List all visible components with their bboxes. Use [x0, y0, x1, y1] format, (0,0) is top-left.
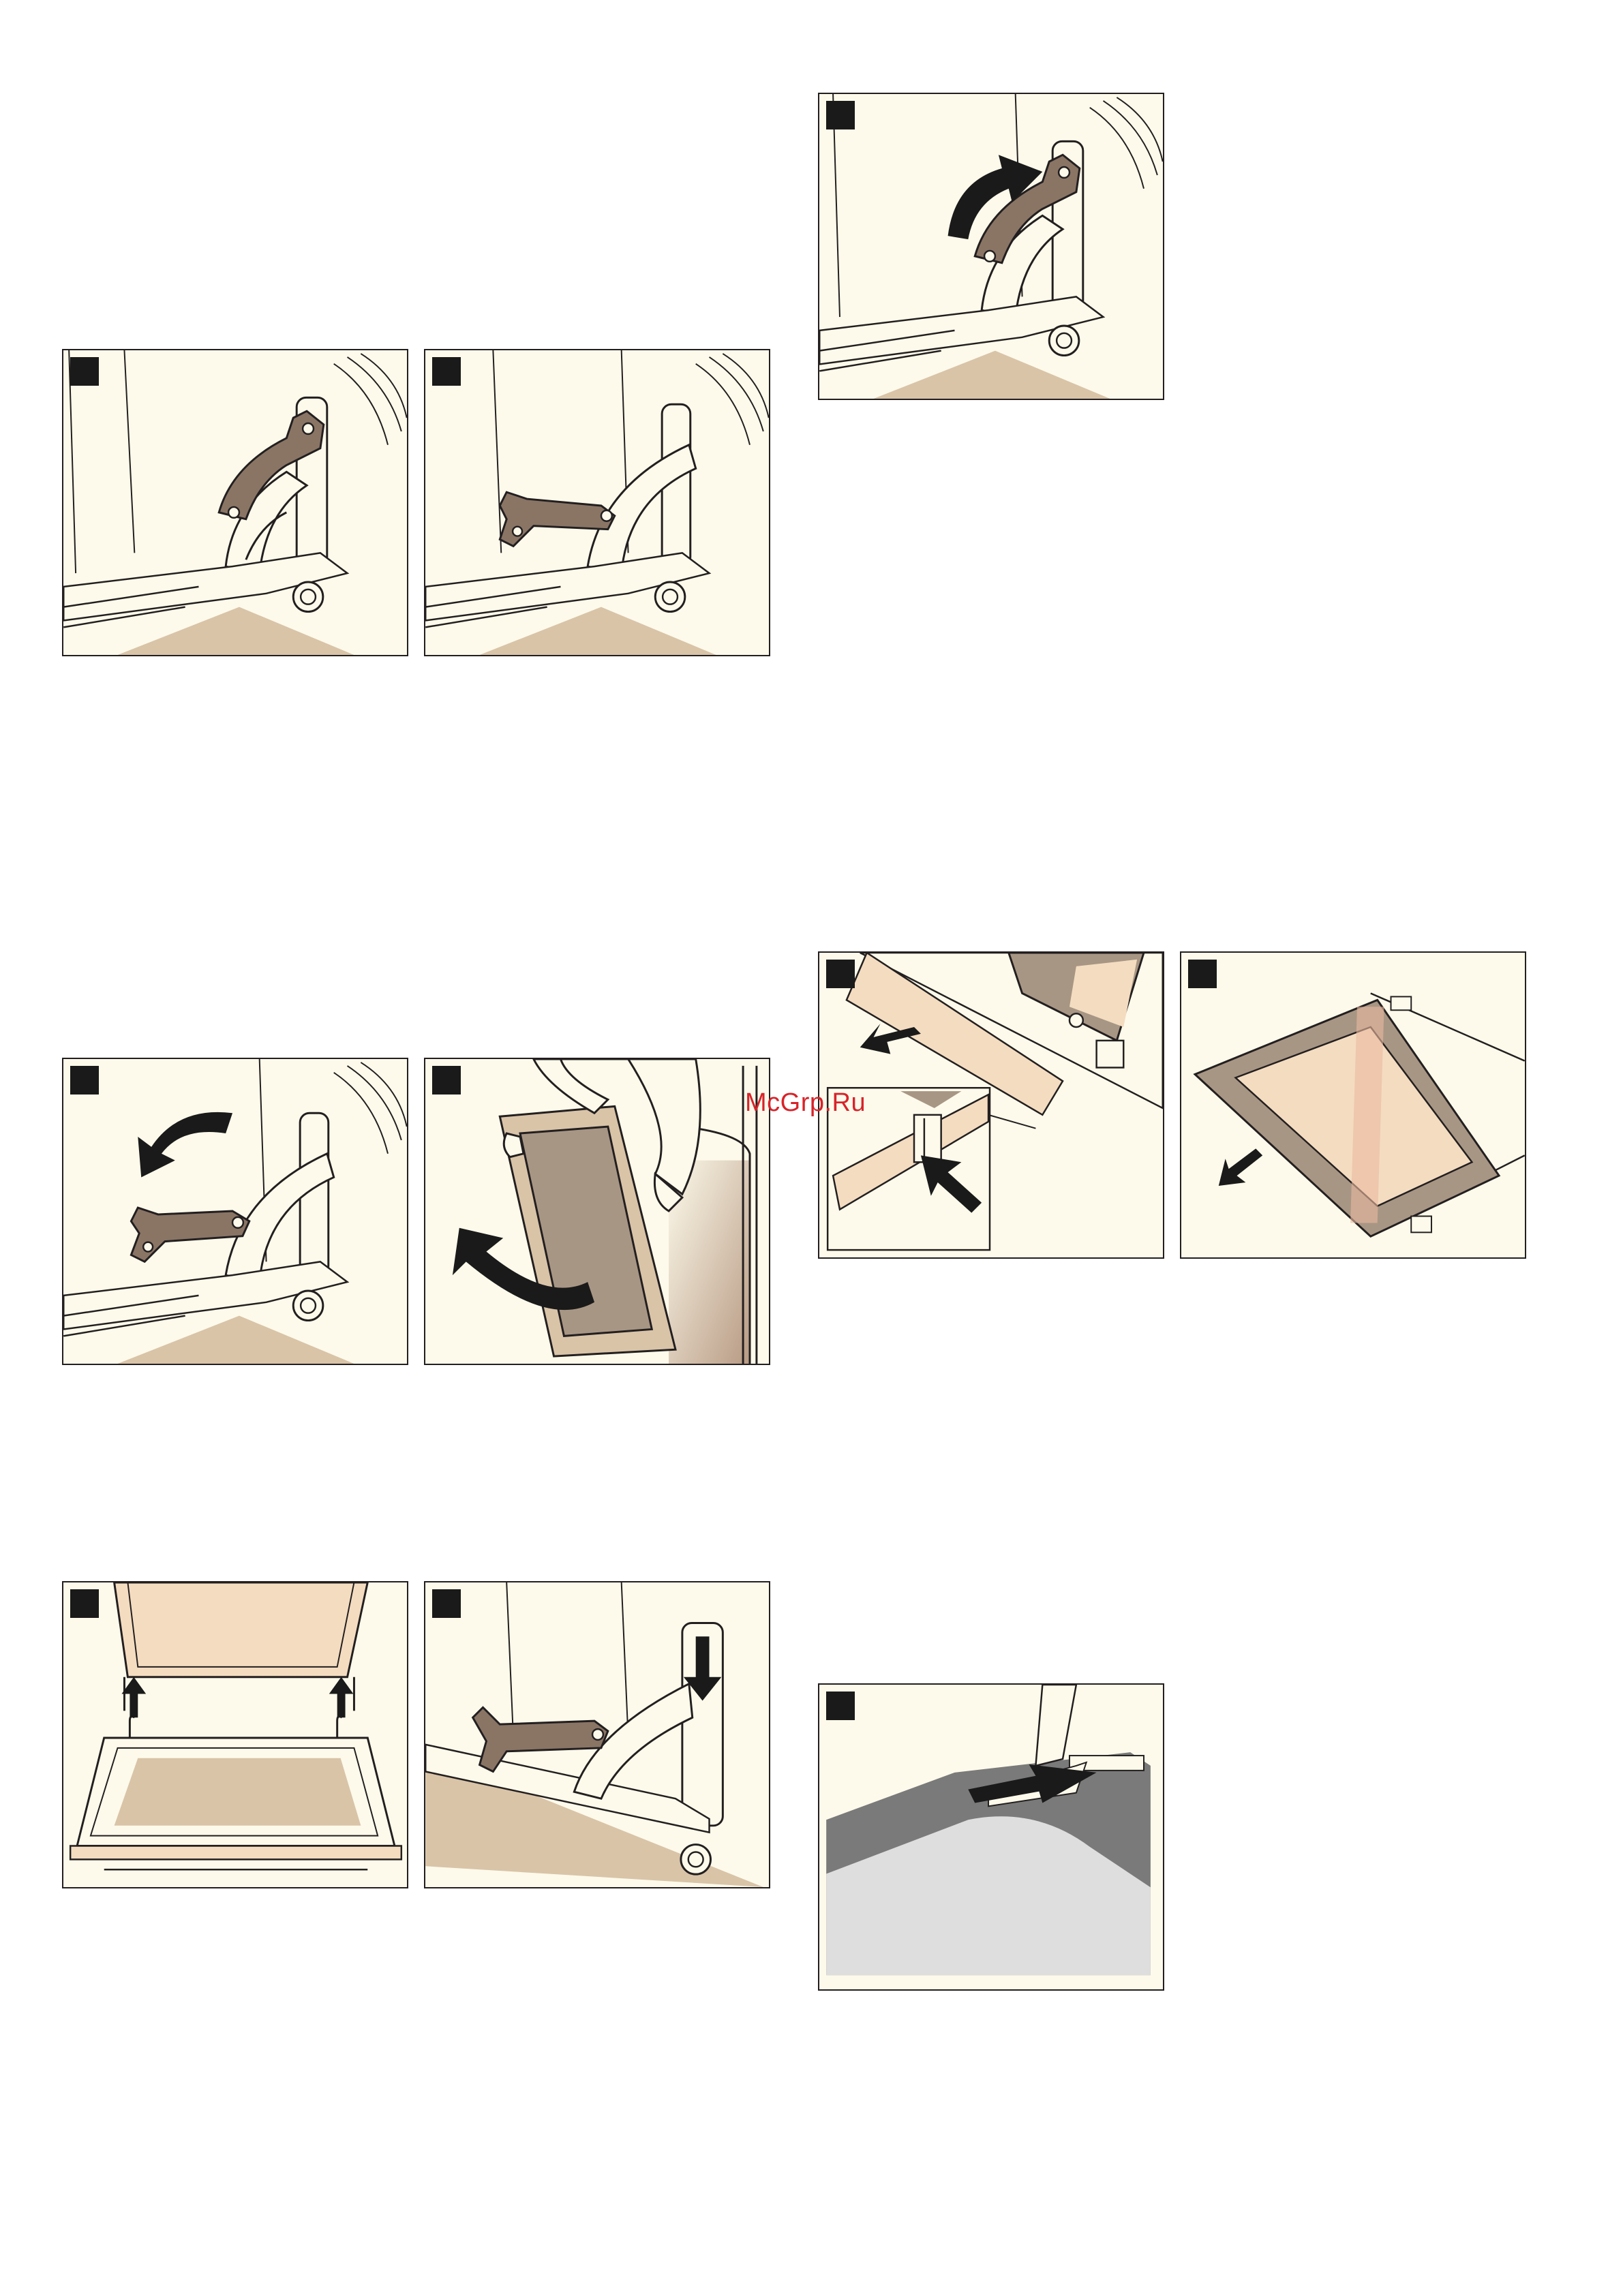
panel-glass-pane-remove — [1180, 951, 1526, 1259]
step-marker — [432, 357, 461, 386]
step-marker — [826, 960, 855, 988]
panel-hinge-lever-fold-back — [62, 1058, 408, 1365]
glass-pane-illustration — [1181, 953, 1525, 1257]
step-marker — [826, 101, 855, 129]
panel-door-hook-in — [62, 1581, 408, 1888]
curved-arrow-icon — [138, 1112, 232, 1178]
step-marker — [70, 1066, 99, 1095]
hinge-illustration — [63, 1059, 407, 1364]
step-marker — [1188, 960, 1217, 988]
door-removal-illustration — [425, 1059, 769, 1364]
hinge-illustration — [425, 1582, 769, 1887]
step-marker — [432, 1066, 461, 1095]
seal-illustration — [819, 1685, 1163, 1989]
hinge-illustration — [425, 350, 769, 655]
down-left-arrow-icon — [1219, 1148, 1262, 1186]
panel-seal-insert — [818, 1683, 1164, 1991]
panel-hinge-lever-raise — [818, 93, 1164, 400]
step-marker — [826, 1692, 855, 1720]
step-marker — [432, 1589, 461, 1618]
panel-clip-release — [818, 951, 1164, 1259]
hinge-illustration — [819, 94, 1163, 399]
door-hookin-illustration — [63, 1582, 407, 1887]
panel-hinge-lower — [424, 1581, 770, 1888]
step-marker — [70, 1589, 99, 1618]
panel-hinge-open — [62, 349, 408, 656]
clip-illustration — [819, 953, 1163, 1257]
watermark: McGrp.Ru — [745, 1088, 866, 1118]
panel-hinge-folded — [424, 349, 770, 656]
up-arrow-icon — [329, 1677, 354, 1717]
step-marker — [70, 357, 99, 386]
hinge-illustration — [63, 350, 407, 655]
panel-door-lift-off — [424, 1058, 770, 1365]
